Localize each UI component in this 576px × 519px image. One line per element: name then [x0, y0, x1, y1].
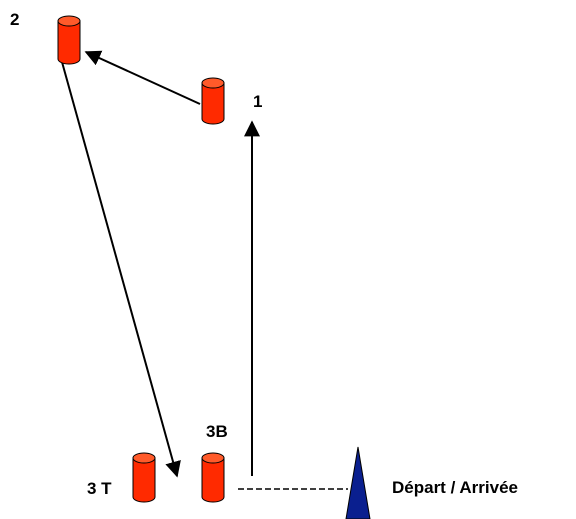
label-mark-2: 2 [10, 10, 19, 29]
label-mark-3t: 3 T [87, 479, 112, 498]
leg-mark-2-to-gate [61, 61, 181, 478]
buoy-mark-1 [201, 77, 225, 125]
label-mark-3b: 3B [206, 422, 228, 441]
cylinder-buoy-icon [57, 15, 81, 65]
cylinder-buoy-icon [201, 77, 225, 125]
buoy-mark-2 [57, 15, 81, 65]
cylinder-buoy-icon [132, 452, 156, 503]
triangle-flag-icon [345, 446, 371, 519]
leg-mark-1-to-mark-2 [84, 50, 201, 105]
label-start-finish: Départ / Arrivée [392, 478, 518, 497]
buoy-mark-3t [132, 452, 156, 503]
cylinder-buoy-icon [201, 452, 225, 503]
buoy-mark-3b [201, 452, 225, 503]
committee-boat [345, 446, 371, 519]
label-mark-1: 1 [253, 92, 262, 111]
